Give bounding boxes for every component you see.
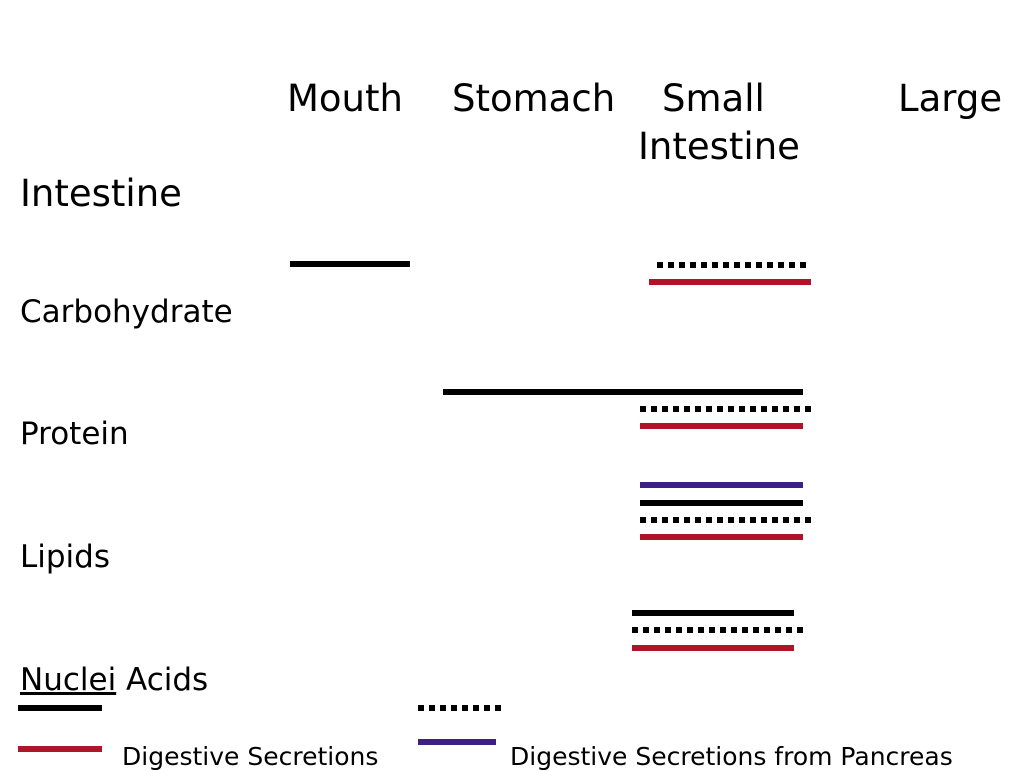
header-mouth: Mouth [287, 77, 403, 120]
row-label-nucleic-acids-first: Nuclei [20, 662, 117, 698]
header-small-intestine-line2: Intestine [638, 125, 800, 168]
header-large-intestine-line2: Intestine [20, 172, 182, 215]
lipids-small-intestine-solid-line [640, 500, 803, 506]
protein-small-intestine-red-line [640, 423, 803, 429]
row-label-lipids: Lipids [20, 539, 111, 575]
protein-small-intestine-dotted-line [640, 406, 812, 412]
nucleic-acids-small-intestine-solid-line [632, 610, 794, 616]
header-large-intestine-line1: Large [898, 77, 1003, 120]
legend-red-label: Digestive Secretions [122, 742, 379, 771]
legend-solid-red-swatch [18, 746, 102, 752]
row-label-nucleic-acids-rest: Acids [116, 662, 209, 698]
row-label-carbohydrate: Carbohydrate [20, 294, 233, 330]
lipids-small-intestine-dotted-line [640, 517, 812, 523]
header-stomach: Stomach [452, 77, 616, 120]
legend-dotted-black-swatch [418, 705, 506, 711]
lipids-small-intestine-purple-line [640, 482, 803, 488]
legend-solid-black-swatch [18, 705, 102, 711]
legend-solid-purple-swatch [418, 739, 496, 745]
carbohydrate-mouth-solid-line [290, 261, 410, 267]
legend-purple-label: Digestive Secretions from Pancreas [510, 742, 953, 771]
lipids-small-intestine-red-line [640, 534, 803, 540]
row-label-nucleic-acids: Nuclei Acids [20, 665, 208, 696]
protein-stomach-solid-line [443, 389, 803, 395]
nucleic-acids-small-intestine-dotted-line [632, 627, 804, 633]
row-label-protein: Protein [20, 416, 129, 452]
carbohydrate-small-intestine-red-line [649, 279, 811, 285]
header-small-intestine-line1: Small [662, 77, 765, 120]
nucleic-acids-small-intestine-red-line [632, 645, 794, 651]
carbohydrate-small-intestine-dotted-line [657, 262, 809, 268]
